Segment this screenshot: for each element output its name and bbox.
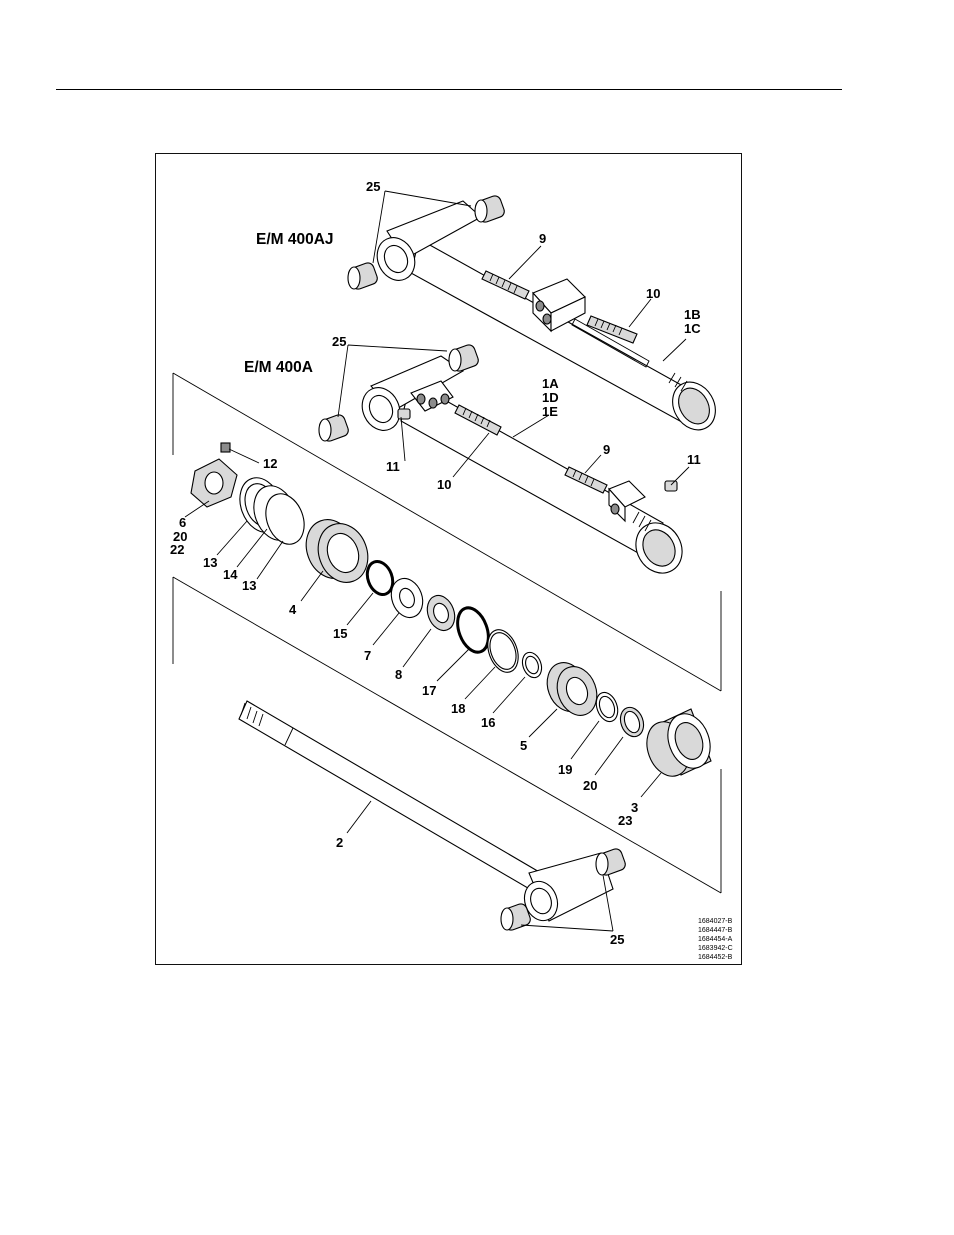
drawing-ref: 1684447-B bbox=[698, 927, 733, 934]
drawing-ref: 1684452-B bbox=[698, 954, 733, 961]
callout-9-mid: 9 bbox=[603, 442, 610, 457]
callout-1a: 1A bbox=[542, 376, 559, 391]
page-header-rule bbox=[56, 89, 842, 90]
drawing-reference-numbers: 1684027-B 1684447-B 1684454-A 1683942-C … bbox=[698, 918, 733, 961]
callout-25-bottom: 25 bbox=[610, 932, 624, 947]
callout-11-left: 11 bbox=[386, 459, 400, 474]
callout-16: 16 bbox=[481, 715, 495, 730]
callout-4: 4 bbox=[289, 602, 297, 617]
callout-6: 6 bbox=[179, 515, 186, 530]
ring-20 bbox=[617, 704, 648, 740]
callout-8: 8 bbox=[395, 667, 402, 682]
callout-20: 20 bbox=[583, 778, 597, 793]
callout-23: 23 bbox=[618, 813, 632, 828]
set-screw-12 bbox=[221, 443, 230, 452]
callout-22: 22 bbox=[170, 542, 184, 557]
spacer-8 bbox=[423, 592, 460, 635]
nut-6 bbox=[191, 459, 237, 507]
drawing-ref: 1684454-A bbox=[698, 936, 733, 943]
callout-1c: 1C bbox=[684, 321, 701, 336]
exploded-parts-diagram: E/M 400AJ E/M 400A 25 9 10 1B 1C 25 1A 1… bbox=[155, 153, 742, 965]
callout-1e: 1E bbox=[542, 404, 558, 419]
model-labels: E/M 400AJ E/M 400A bbox=[244, 231, 334, 376]
drawing-ref: 1684027-B bbox=[698, 918, 733, 925]
rod-2 bbox=[239, 701, 613, 925]
callout-17: 17 bbox=[422, 683, 436, 698]
callout-25-top: 25 bbox=[366, 179, 380, 194]
callout-12: 12 bbox=[263, 456, 277, 471]
callout-13-left: 13 bbox=[203, 555, 217, 570]
model-label-400aj: E/M 400AJ bbox=[256, 231, 334, 248]
callout-1d: 1D bbox=[542, 390, 559, 405]
plug-11-right bbox=[665, 481, 677, 491]
diagram-canvas: E/M 400AJ E/M 400A 25 9 10 1B 1C 25 1A 1… bbox=[156, 154, 742, 965]
drawing-ref: 1683942-C bbox=[698, 945, 733, 952]
end-cap-3 bbox=[640, 708, 718, 782]
callout-5: 5 bbox=[520, 738, 527, 753]
callout-14: 14 bbox=[223, 567, 238, 582]
callout-9-top: 9 bbox=[539, 231, 546, 246]
callout-10-mid: 10 bbox=[437, 477, 451, 492]
callout-13-right: 13 bbox=[242, 578, 256, 593]
gland-4 bbox=[298, 513, 376, 590]
callout-7: 7 bbox=[364, 648, 371, 663]
callout-1b: 1B bbox=[684, 307, 701, 322]
seal-ring-13-14 bbox=[233, 472, 311, 550]
callout-2: 2 bbox=[336, 835, 343, 850]
callout-10-top: 10 bbox=[646, 286, 660, 301]
callout-25-mid: 25 bbox=[332, 334, 346, 349]
assembly-guide-lines bbox=[173, 373, 721, 893]
callout-15: 15 bbox=[333, 626, 347, 641]
model-label-400a: E/M 400A bbox=[244, 359, 313, 376]
ring-16 bbox=[519, 650, 545, 681]
piston-5 bbox=[541, 657, 604, 721]
callout-11-right: 11 bbox=[687, 452, 701, 467]
callout-19: 19 bbox=[558, 762, 572, 777]
plug-11-left bbox=[398, 409, 410, 419]
callout-18: 18 bbox=[451, 701, 465, 716]
